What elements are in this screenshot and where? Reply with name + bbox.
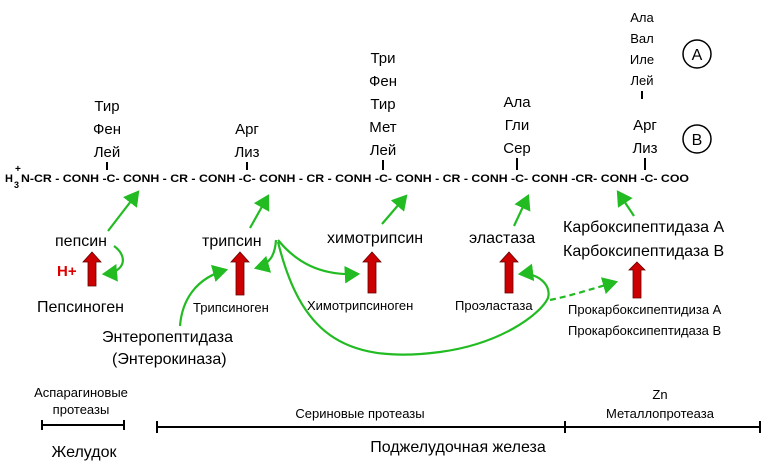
peptide-chain: H + 3 N-CR - CONH -C- CONH - CR - CONH -… — [5, 164, 689, 190]
organ-pancreas: Поджелудочная железа — [370, 439, 546, 456]
bracket-lines — [41, 420, 761, 433]
residue: Лей — [630, 73, 653, 88]
proton-label: H+ — [57, 263, 77, 280]
residue: Тир — [370, 96, 395, 113]
cleavage-arrow-elastase — [513, 194, 531, 227]
red-arrows — [82, 251, 646, 299]
residue: Фен — [93, 121, 121, 138]
chymotrypsin-residues: Три Фен Тир Мет Лей — [369, 50, 397, 170]
activation-arrow-enteropeptidase — [178, 264, 229, 327]
activation-arrow-elastase — [499, 251, 519, 294]
residue: Лей — [370, 142, 397, 159]
cleavage-arrow-trypsin — [249, 194, 270, 229]
carboxypeptidase-a-residues: Ала Вал Иле Лей — [630, 10, 655, 99]
zymogen-procarboxypeptidase-b: Прокарбоксипептидаза В — [568, 323, 721, 338]
zymogen-proelastase: Проэластаза — [455, 298, 533, 313]
residue: Арг — [633, 117, 657, 134]
activation-arrow-trypsin-chymotrypsinogen — [277, 239, 361, 284]
zymogen-pepsinogen: Пепсиноген — [37, 299, 124, 316]
circle-a-label: A — [692, 47, 703, 64]
chain-plus: + — [15, 164, 21, 175]
elastase-residues: Ала Гли Сер — [503, 94, 531, 170]
residue: Фен — [369, 73, 397, 90]
zymogen-chymotrypsinogen: Химотрипсиноген — [307, 298, 413, 313]
pepsin-residues: Тир Фен Лей — [93, 98, 121, 170]
residue: Сер — [503, 140, 531, 157]
residue: Лиз — [234, 144, 259, 161]
residue: Ала — [503, 94, 531, 111]
chain-h: H — [5, 173, 13, 185]
chain-sub: 3 — [14, 180, 19, 190]
residue: Вал — [630, 31, 654, 46]
green-arrows — [101, 190, 635, 356]
residue: Тир — [94, 98, 119, 115]
enzyme-carboxypeptidase-b: Карбоксипептидаза В — [563, 243, 724, 260]
autoactivation-arrow-trypsin — [253, 239, 278, 273]
class-zn: Zn — [652, 387, 667, 402]
residue: Лей — [94, 144, 121, 161]
residue: Три — [370, 50, 395, 67]
activation-arrow-dashed — [549, 277, 619, 302]
cleavage-arrow-pepsin — [107, 190, 140, 232]
activation-arrow-pepsin — [82, 251, 102, 287]
chain-text: N-CR - CONH -C- CONH - CR - CONH -C- CON… — [21, 173, 689, 185]
trypsin-residues: Арг Лиз — [234, 121, 260, 170]
residue: Иле — [630, 52, 654, 67]
circle-a: A — [682, 39, 712, 69]
class-serine: Сериновые протеазы — [295, 406, 424, 421]
activation-arrow-trypsin-proelastase — [276, 241, 550, 356]
carboxypeptidase-b-residues: Арг Лиз — [632, 117, 658, 170]
activation-arrow-trypsin — [230, 251, 250, 296]
activator-enteropeptidase: Энтеропептидаза — [102, 329, 233, 346]
organ-stomach: Желудок — [52, 444, 118, 461]
residue: Мет — [369, 119, 397, 136]
activator-enterokinase: (Энтерокиназа) — [112, 351, 227, 368]
residue: Гли — [505, 117, 529, 134]
cleavage-arrow-carboxypeptidase — [616, 190, 635, 217]
enzyme-carboxypeptidase-a: Карбоксипептидаза А — [563, 219, 725, 236]
activation-arrow-chymotrypsin — [362, 251, 382, 294]
residue: Ала — [630, 10, 654, 25]
class-metallo: Металлопротеаза — [606, 406, 715, 421]
residue: Арг — [235, 121, 259, 138]
cleavage-arrow-chymotrypsin — [381, 194, 408, 225]
enzyme-trypsin: трипсин — [202, 233, 262, 250]
class-aspartic-line1: Аспарагиновые — [34, 385, 128, 400]
autoactivation-arrow-pepsin — [101, 245, 124, 282]
circle-b: B — [682, 124, 712, 154]
class-aspartic-line2: протеазы — [53, 402, 110, 417]
enzyme-chymotrypsin: химотрипсин — [327, 230, 423, 247]
enzyme-pepsin: пепсин — [55, 233, 107, 250]
enzyme-elastase: эластаза — [469, 230, 535, 247]
residue: Лиз — [632, 140, 657, 157]
activation-arrow-carboxypeptidase — [628, 261, 646, 299]
circle-b-label: B — [692, 132, 703, 149]
zymogen-procarboxypeptidase-a: Прокарбоксипептидиза А — [568, 302, 722, 317]
zymogen-trypsinogen: Трипсиноген — [193, 300, 269, 315]
